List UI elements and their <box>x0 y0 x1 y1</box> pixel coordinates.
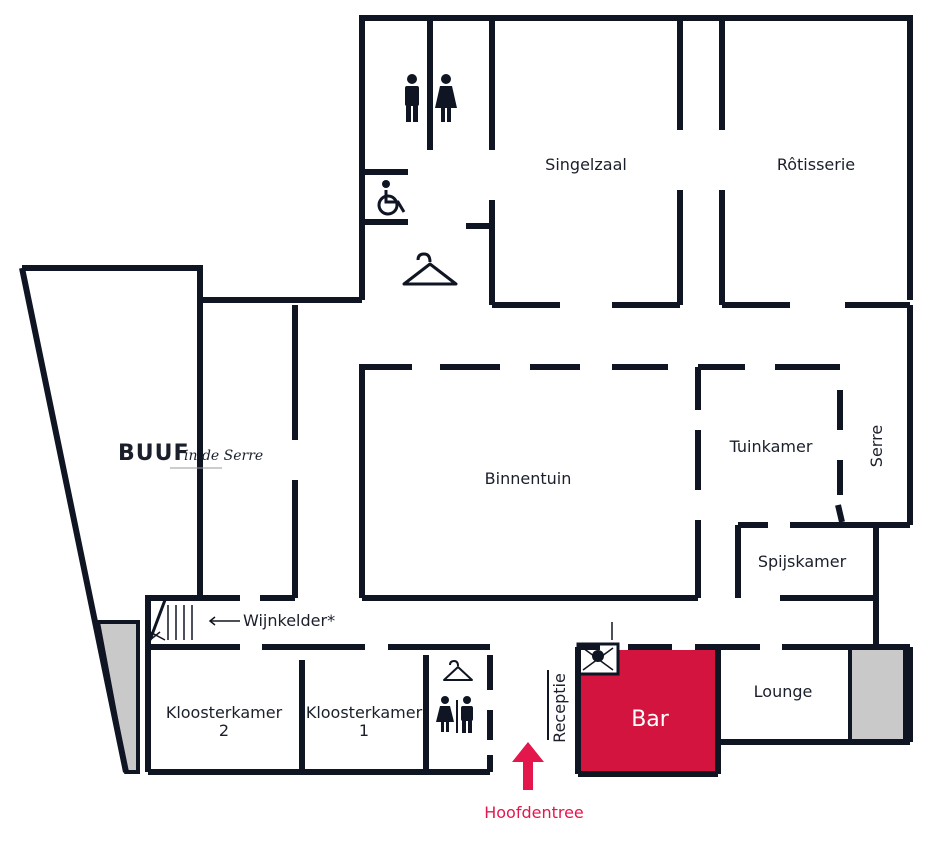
room-label-receptie[interactable]: Receptie <box>550 673 569 743</box>
room-label-wijnkelder[interactable]: Wijnkelder* <box>243 611 335 630</box>
room-label-tuinkamer[interactable]: Tuinkamer <box>729 437 813 456</box>
toilet-man-icon <box>405 74 419 122</box>
room-label-serre[interactable]: Serre <box>867 425 886 467</box>
room-label-binnentuin[interactable]: Binnentuin <box>485 469 572 488</box>
room-label-singelzaal[interactable]: Singelzaal <box>545 155 627 174</box>
walls <box>19 15 913 777</box>
logo-main-text: BUUF <box>118 441 190 466</box>
room-label-rotisserie[interactable]: Rôtisserie <box>777 155 855 174</box>
bar-spot-icon <box>592 650 604 662</box>
room-label-kloosterkamer-1[interactable]: Kloosterkamer <box>306 703 423 722</box>
pillar-right <box>848 645 907 743</box>
logo-script-text: in de Serre <box>184 448 263 464</box>
room-label-kloosterkamer-2[interactable]: Kloosterkamer <box>166 703 283 722</box>
room-label-lounge[interactable]: Lounge <box>754 682 813 701</box>
room-label-kloosterkamer-2-number: 2 <box>219 721 229 740</box>
pillar-left <box>95 620 140 774</box>
wijnkelder-arrow-icon <box>208 616 240 626</box>
toilet-woman-icon <box>435 74 457 122</box>
toilet-pair-icon <box>436 696 473 733</box>
wheelchair-icon <box>377 180 406 216</box>
coat-hanger-icon <box>402 252 458 286</box>
entrance-label[interactable]: Hoofdentree <box>484 803 584 822</box>
room-label-spijskamer[interactable]: Spijskamer <box>758 552 847 571</box>
room-label-bar[interactable]: Bar <box>631 707 670 732</box>
arrow-up-icon <box>512 742 544 790</box>
stairs-icon <box>148 599 193 641</box>
room-label-kloosterkamer-1-number: 1 <box>359 721 369 740</box>
coat-hanger-icon-small <box>443 659 473 681</box>
